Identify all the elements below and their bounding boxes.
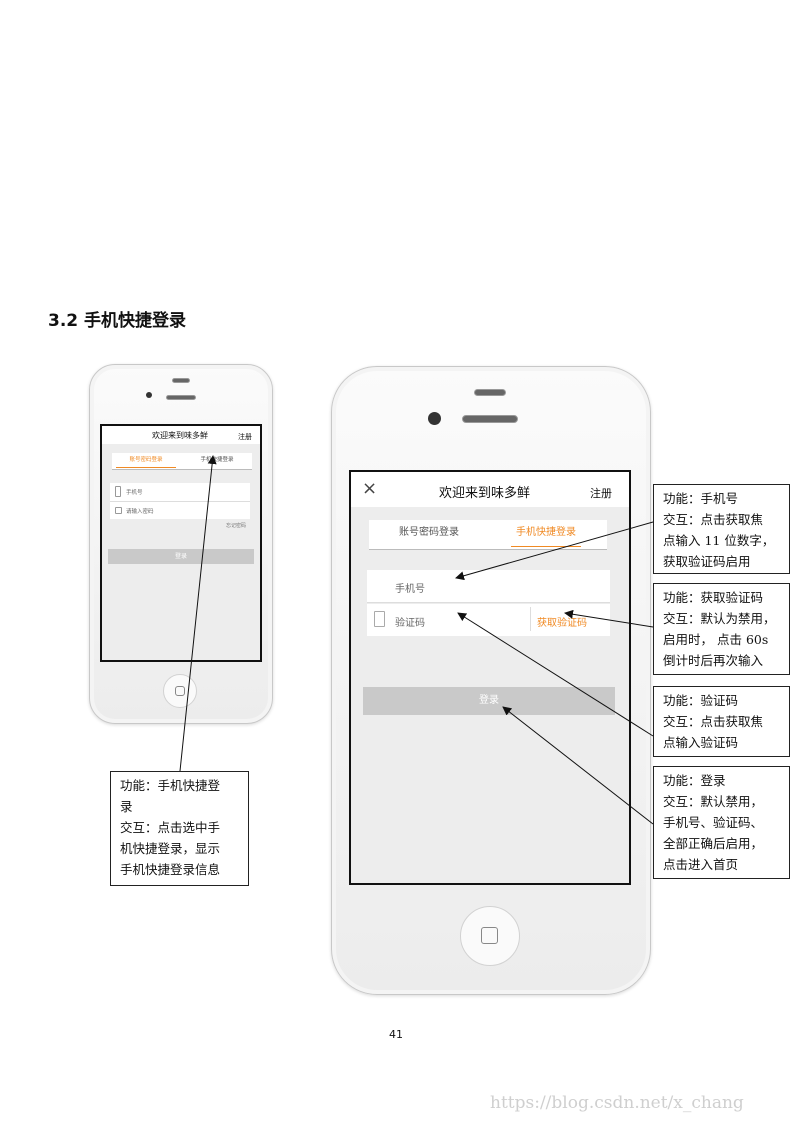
section-heading: 3.2 手机快捷登录 [48,311,187,331]
app-title: 欢迎来到味多鲜 [152,431,208,440]
sensor-icon [172,378,190,383]
speaker-icon [462,415,518,423]
home-square-icon [481,927,498,944]
page-number: 41 [389,1028,403,1041]
note-line: 交互：点击获取焦 [663,714,764,729]
watermark: https://blog.csdn.net/x_chang [490,1093,744,1113]
note-line: 交互：点击选中手 [120,820,221,835]
home-button-small[interactable] [163,674,197,708]
note-line: 手机快捷登录信息 [120,862,221,877]
note-line: 手机号、验证码、 [663,815,764,830]
note-line: 启用时， 点击 60s [663,632,769,647]
arrow-get-code [564,609,654,628]
login-screen-small: 欢迎来到味多鲜 注册 账号密码登录 手机快捷登录 手机号 请输入密码 忘记密码 … [100,424,262,662]
nav-bar: 欢迎来到味多鲜 注册 [102,426,260,444]
register-link[interactable]: 注册 [590,487,612,500]
phone-placeholder: 手机号 [126,490,143,496]
phone-field-small[interactable]: 手机号 [110,483,250,502]
register-link[interactable]: 注册 [238,433,252,441]
note-line: 点击进入首页 [663,857,739,872]
tab-quick-login[interactable]: 手机快捷登录 [200,457,234,463]
get-code-button[interactable]: 获取验证码 [537,618,587,629]
note-line: 功能：手机号 [663,491,739,506]
code-placeholder: 验证码 [395,618,425,629]
arrow-login [502,706,654,825]
note-line: 点输入 11 位数字， [663,533,775,548]
speaker-icon [166,395,196,400]
arrow-phone [455,521,654,581]
tab-quick-login[interactable]: 手机快捷登录 [511,520,581,547]
note-line: 功能：手机快捷登 [120,778,221,793]
phone-icon [115,486,121,497]
lock-icon [115,507,122,514]
code-input[interactable]: 验证码 获取验证码 [367,604,610,636]
password-field-small[interactable]: 请输入密码 [110,502,250,519]
app-title: 欢迎来到味多鲜 [439,486,531,501]
home-square-icon [175,686,185,696]
phone-input[interactable]: 手机号 [367,570,610,603]
arrow-code [457,612,654,737]
document-icon [374,611,385,627]
note-line: 交互：点击获取焦 [663,512,764,527]
camera-icon [428,412,441,425]
login-tabs: 账号密码登录 手机快捷登录 [369,520,607,550]
tab-password-login[interactable]: 账号密码登录 [116,453,176,468]
forgot-password-link[interactable]: 忘记密码 [226,523,247,529]
note-line: 交互：默认禁用， [663,794,764,809]
note-line: 点输入验证码 [663,735,739,750]
close-icon[interactable]: × [362,478,378,499]
note-line: 倒计时后再次输入 [663,653,764,668]
note-code: 功能：验证码 交互：点击获取焦 点输入验证码 [653,686,790,757]
divider [530,607,531,631]
camera-icon [146,392,152,398]
sensor-icon [474,389,506,396]
login-screen-large: × 欢迎来到味多鲜 注册 账号密码登录 手机快捷登录 手机号 验证码 获取验证码… [349,470,631,885]
note-phone: 功能：手机号 交互：点击获取焦 点输入 11 位数字， 获取验证码启用 [653,484,790,574]
note-quick-login-tab: 功能：手机快捷登 录 交互：点击选中手 机快捷登录，显示 手机快捷登录信息 [110,771,249,886]
note-login: 功能：登录 交互：默认禁用， 手机号、验证码、 全部正确后启用， 点击进入首页 [653,766,790,879]
note-line: 机快捷登录，显示 [120,841,221,856]
nav-bar: × 欢迎来到味多鲜 注册 [351,472,629,507]
note-line: 录 [120,799,133,814]
login-button[interactable]: 登录 [363,687,615,715]
login-button-small[interactable]: 登录 [108,549,254,564]
note-line: 功能：登录 [663,773,726,788]
login-tabs: 账号密码登录 手机快捷登录 [112,453,252,470]
note-line: 功能：验证码 [663,693,739,708]
phone-placeholder: 手机号 [395,584,425,595]
password-placeholder: 请输入密码 [126,509,154,515]
arrow-quick-login-tab [179,455,217,772]
note-line: 获取验证码启用 [663,554,751,569]
note-line: 全部正确后启用， [663,836,764,851]
note-line: 功能：获取验证码 [663,590,764,605]
tab-password-login[interactable]: 账号密码登录 [399,527,459,538]
home-button-large[interactable] [460,906,520,966]
note-get-code: 功能：获取验证码 交互：默认为禁用， 启用时， 点击 60s 倒计时后再次输入 [653,583,790,675]
note-line: 交互：默认为禁用， [663,611,776,626]
